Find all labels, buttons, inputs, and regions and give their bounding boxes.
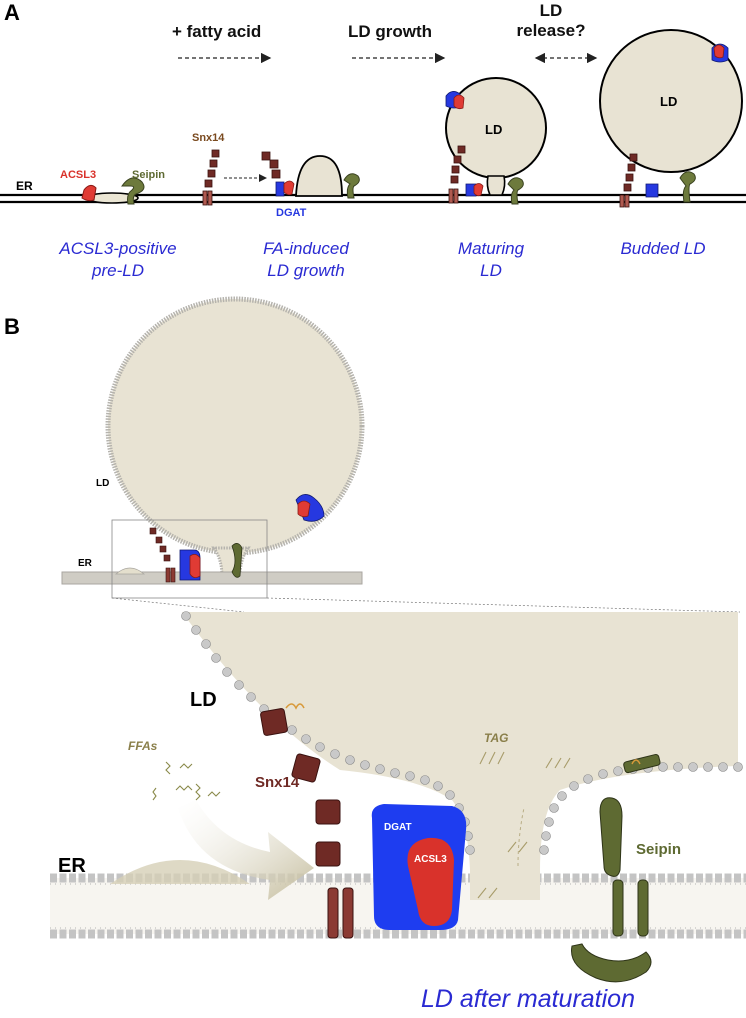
zoom-pre-ld	[110, 860, 250, 884]
growing-ld	[295, 155, 343, 197]
budded-ld	[599, 29, 743, 173]
step-fatty-acid: + fatty acid	[172, 22, 261, 41]
zoom-ld-label: LD	[190, 689, 217, 711]
snx14-chain-stage4	[619, 153, 638, 208]
caption-ld-after-maturation: LD after maturation	[421, 985, 635, 1013]
snx14-ld-anchor	[285, 703, 305, 710]
caption-stage3-line1: Maturing	[458, 239, 525, 258]
ffas-label: FFAs	[128, 739, 158, 753]
dgat-label-zoom: DGAT	[384, 822, 412, 833]
zoom-ld-neck	[470, 870, 540, 900]
acsl3-label-zoom: ACSL3	[414, 854, 447, 865]
zoom-connector-left	[111, 597, 245, 613]
step-ld-release-line2: release?	[517, 21, 586, 40]
overview-ld	[105, 296, 365, 582]
dgat-label-a: DGAT	[276, 207, 307, 219]
caption-stage1-line1: ACSL3-positive	[58, 239, 176, 258]
seipin-protein-stage1	[121, 177, 145, 205]
budded-ld-label: LD	[660, 94, 677, 109]
caption-stage2-line1: FA-induced	[263, 239, 349, 258]
overview-ld-label: LD	[96, 478, 109, 489]
acsl3-on-ld-stage4	[713, 44, 725, 59]
tag-molecules	[477, 751, 571, 899]
overview-pre-ld	[114, 567, 146, 575]
seipin-label-a: Seipin	[132, 169, 165, 181]
caption-stage3-line2: LD	[480, 261, 502, 280]
step-ld-release-line1: LD	[540, 1, 563, 20]
zoom-seipin	[571, 753, 661, 983]
maturing-ld-label: LD	[485, 122, 502, 137]
snx14-chain-stage2b	[261, 151, 281, 179]
snx14-chain-stage3	[448, 145, 466, 204]
ffa-influx-arrow	[178, 800, 314, 900]
tag-label: TAG	[484, 731, 508, 745]
dgat-protein-stage4	[645, 183, 659, 198]
overview-seipin	[231, 543, 243, 578]
acsl3-protein-stage3	[473, 183, 484, 197]
panel-b-letter: B	[4, 314, 20, 339]
snx14-label-zoom: Snx14	[255, 774, 300, 791]
caption-stage2-line2: LD growth	[267, 261, 344, 280]
caption-stage1-line2: pre-LD	[91, 261, 144, 280]
zoom-connector-right	[266, 597, 741, 613]
seipin-protein-stage2	[343, 173, 360, 199]
zoom-snx14-chain	[260, 708, 354, 939]
seipin-ld-anchor	[631, 759, 641, 765]
dgat-protein-stage2	[275, 181, 285, 197]
caption-stage4: Budded LD	[620, 239, 705, 258]
snx14-label-a: Snx14	[192, 132, 225, 144]
zoom-ld-body	[182, 612, 738, 870]
zoom-er-label: ER	[58, 855, 86, 877]
seipin-protein-stage4	[679, 171, 696, 203]
acsl3-protein-stage2	[283, 180, 295, 196]
overview-acsl3	[189, 554, 201, 578]
zoom-acsl3	[407, 837, 454, 926]
seipin-protein-stage3	[507, 177, 524, 205]
overview-acsl3-on-ld	[297, 500, 311, 518]
overview-er-bilayer	[61, 571, 363, 585]
panel-a-letter: A	[4, 0, 20, 25]
er-label-a: ER	[16, 179, 33, 193]
seipin-label-zoom: Seipin	[636, 841, 681, 858]
acsl3-on-ld-stage3	[453, 94, 465, 110]
overview-er-label: ER	[78, 558, 93, 569]
acsl3-label-a: ACSL3	[60, 169, 96, 181]
ffa-molecules	[152, 761, 221, 801]
snx14-chain-stage2	[202, 149, 220, 206]
acsl3-protein-stage1	[81, 184, 97, 202]
maturing-ld-neck	[486, 175, 506, 196]
dgat-protein-stage3	[465, 183, 477, 197]
step-ld-growth: LD growth	[348, 22, 432, 41]
zoom-box	[111, 519, 268, 599]
overview-snx14-chain	[149, 527, 176, 583]
